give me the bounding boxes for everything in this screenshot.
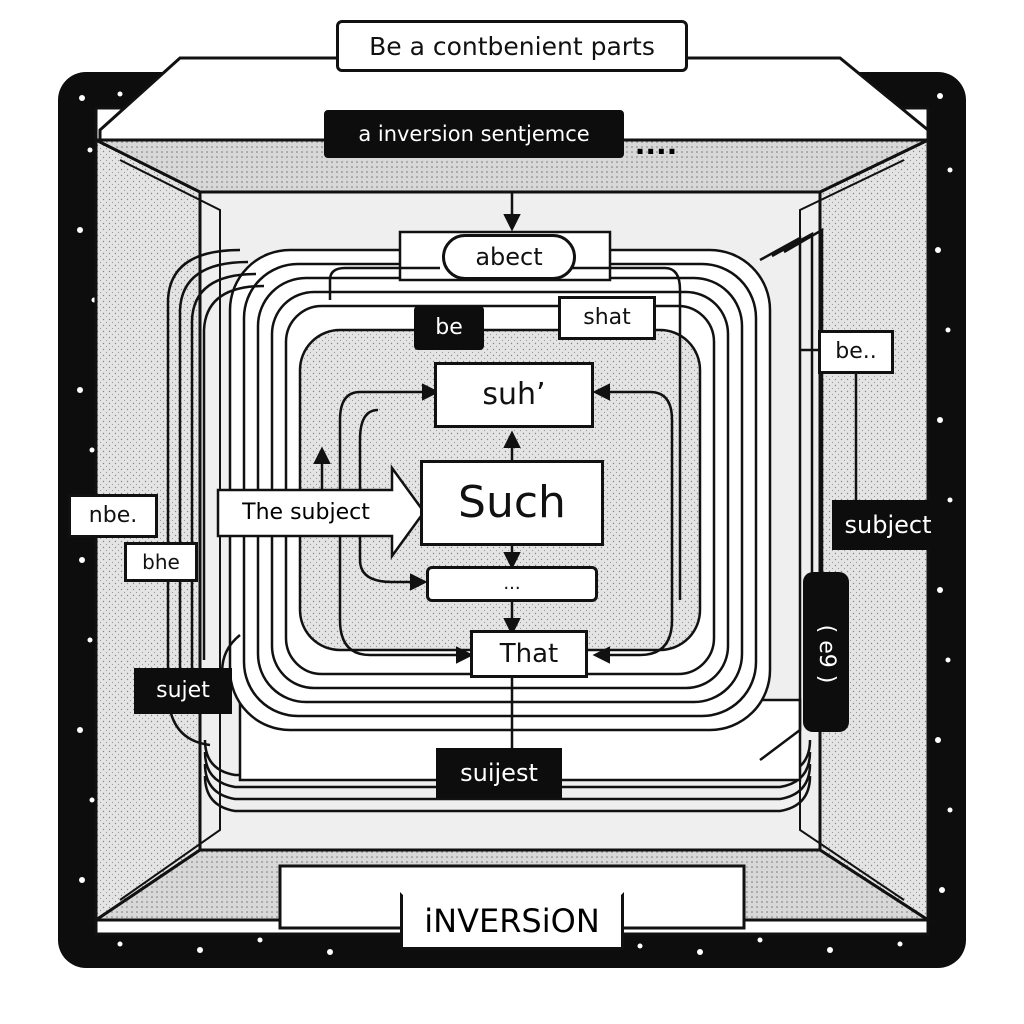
subtitle-ellipsis: .... <box>634 128 678 161</box>
diagram-title: Be a contbenient parts <box>336 20 688 72</box>
side-label-nbe: nbe. <box>68 494 158 538</box>
node-ellipsis: ... <box>426 566 598 602</box>
node-that: That <box>470 630 588 678</box>
subject-arrow-shape <box>216 464 426 560</box>
side-label-sujet: sujet <box>134 668 232 714</box>
side-label-bhe: bhe <box>124 542 198 582</box>
right-pages <box>759 227 824 761</box>
node-shat: shat <box>558 296 656 340</box>
node-suh: suh’ <box>434 362 594 428</box>
right-tab <box>803 572 849 732</box>
node-such: Such <box>420 460 604 546</box>
node-subject-arrow: The subject <box>242 500 370 525</box>
side-label-subject: subject <box>832 500 944 550</box>
frame-dots <box>77 91 953 955</box>
node-be: be <box>414 306 484 350</box>
side-label-vertical: ( e9 ) <box>814 624 839 684</box>
left-cords <box>166 248 265 747</box>
node-abect: abect <box>442 234 576 280</box>
footer-inversion: iNVERSiON <box>400 892 624 950</box>
side-label-be: be.. <box>818 330 894 374</box>
node-suijest: suijest <box>436 748 562 798</box>
right-connectors <box>800 348 858 500</box>
diagram-subtitle: a inversion sentjemce <box>324 110 624 158</box>
